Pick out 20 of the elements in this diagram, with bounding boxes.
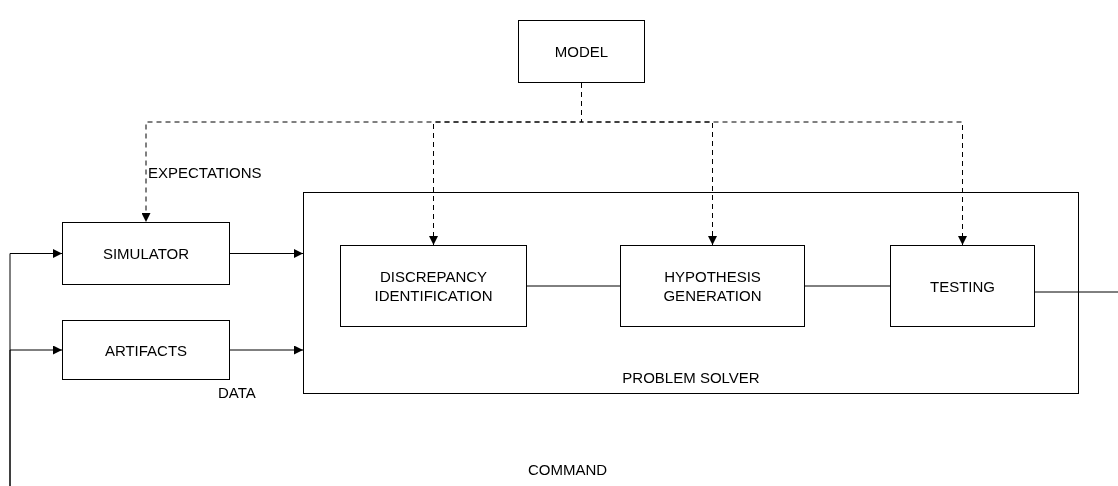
process-box xyxy=(620,245,805,327)
box-label: MODEL xyxy=(554,42,609,61)
box-label: PROBLEM SOLVER xyxy=(622,368,760,387)
group-box xyxy=(303,192,1079,394)
annotation-label: COMMAND xyxy=(528,461,608,478)
process-box xyxy=(62,320,230,380)
box-label: ARTIFACTS xyxy=(104,340,188,360)
annotation-label: DATA xyxy=(218,384,256,401)
box-label: TESTING xyxy=(930,276,995,296)
box-label: DISCREPANCY IDENTIFICATION xyxy=(373,267,494,305)
arrow xyxy=(229,345,304,355)
arrow xyxy=(9,345,63,486)
box-label: HYPOTHESIS GENERATION xyxy=(662,267,763,305)
arrow xyxy=(229,249,304,258)
process-box xyxy=(62,222,230,285)
process-box xyxy=(890,245,1035,327)
annotation-label: EXPECTATIONS xyxy=(148,164,262,181)
process-box xyxy=(518,20,645,83)
process-box xyxy=(340,245,527,327)
box-label: SIMULATOR xyxy=(102,244,190,263)
